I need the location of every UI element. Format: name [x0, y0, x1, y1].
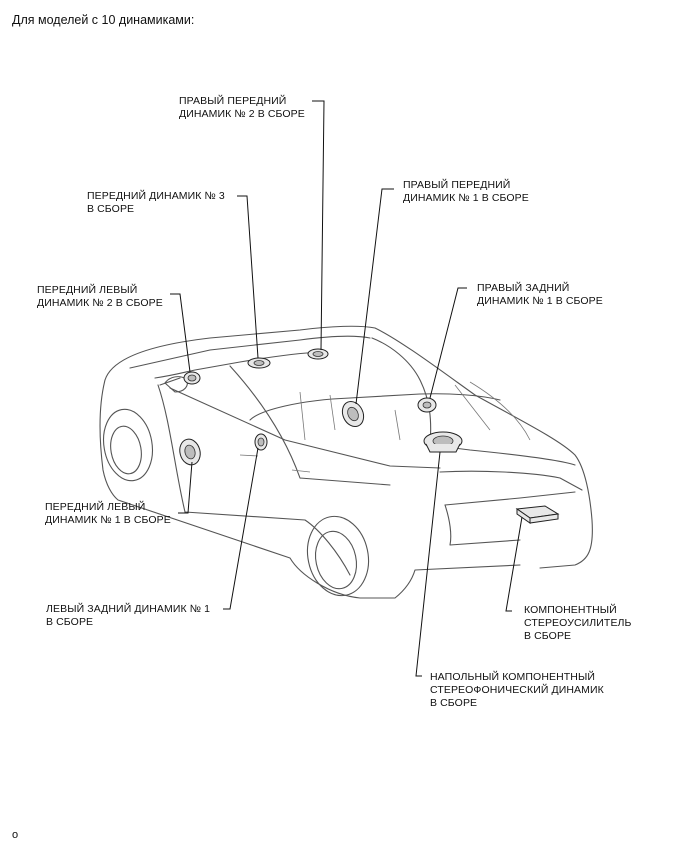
label-right-rear-speaker-1: ПРАВЫЙ ЗАДНИЙ ДИНАМИК № 1 В СБОРЕ: [477, 282, 603, 307]
label-right-front-speaker-2: ПРАВЫЙ ПЕРЕДНИЙ ДИНАМИК № 2 В СБОРЕ: [179, 95, 305, 120]
figure-code: o: [12, 829, 19, 841]
speaker-front-left-2: [183, 371, 201, 385]
speaker-right-front-1: [341, 400, 365, 428]
label-front-left-speaker-1: ПЕРЕДНИЙ ЛЕВЫЙ ДИНАМИК № 1 В СБОРЕ: [45, 501, 171, 526]
label-right-front-speaker-1: ПРАВЫЙ ПЕРЕДНИЙ ДИНАМИК № 1 В СБОРЕ: [403, 179, 529, 204]
speaker-floor-subwoofer: [423, 431, 463, 453]
speaker-right-front-2: [307, 348, 329, 360]
speaker-front-left-1: [179, 438, 201, 466]
amplifier-box: [515, 505, 560, 524]
label-front-speaker-3: ПЕРЕДНИЙ ДИНАМИК № 3 В СБОРЕ: [87, 190, 225, 215]
car-outline: [99, 325, 593, 599]
label-floor-speaker: НАПОЛЬНЫЙ КОМПОНЕНТНЫЙ СТЕРЕОФОНИЧЕСКИЙ …: [430, 671, 604, 709]
label-left-rear-speaker-1: ЛЕВЫЙ ЗАДНИЙ ДИНАМИК № 1 В СБОРЕ: [46, 603, 211, 628]
leader-lines: [170, 100, 523, 677]
speaker-front-3: [247, 357, 271, 369]
label-front-left-speaker-2: ПЕРЕДНИЙ ЛЕВЫЙ ДИНАМИК № 2 В СБОРЕ: [37, 284, 163, 309]
speaker-left-rear-1: [254, 433, 268, 451]
speaker-right-rear-1: [417, 397, 437, 413]
label-stereo-amplifier: КОМПОНЕНТНЫЙ СТЕРЕОУСИЛИТЕЛЬ В СБОРЕ: [524, 604, 632, 642]
page-title: Для моделей с 10 динамиками:: [12, 13, 195, 27]
